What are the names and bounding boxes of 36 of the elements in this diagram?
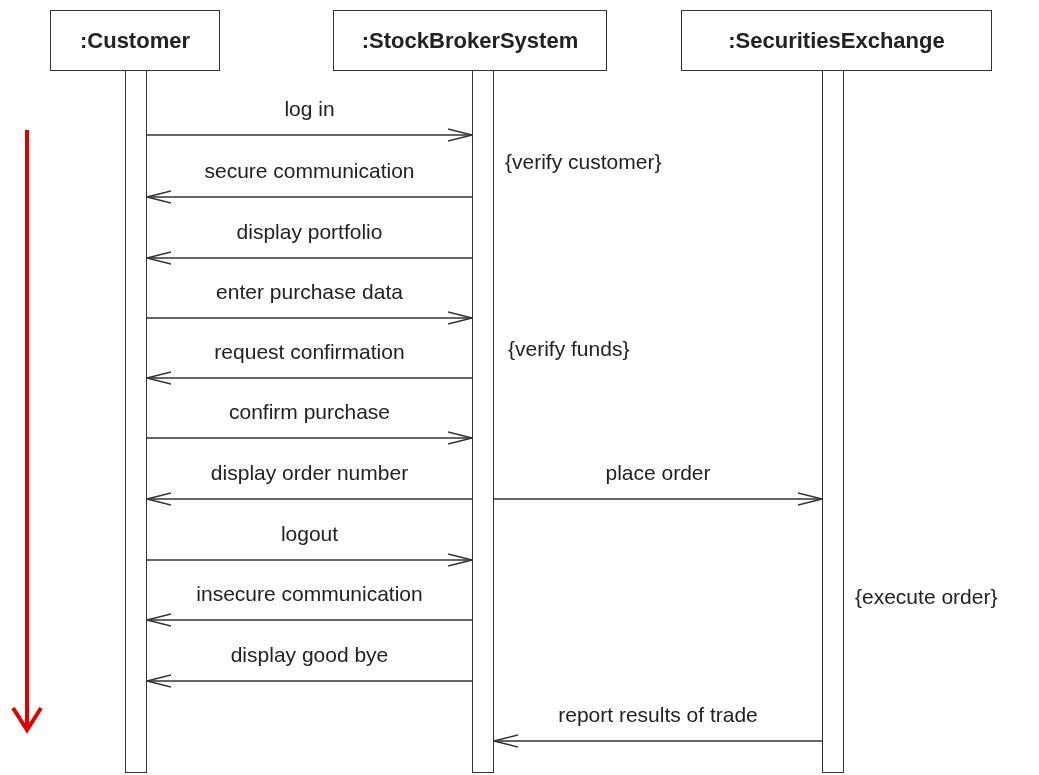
constraint-note: {verify funds} (508, 337, 630, 361)
activation-bar (822, 70, 844, 773)
message-arrow (493, 492, 823, 506)
message-arrow (146, 492, 473, 506)
message-arrow (146, 128, 473, 142)
edge-label: confirm purchase (228, 400, 391, 424)
participant-name: :StockBrokerSystem (361, 27, 579, 54)
lifeline-header (333, 10, 607, 71)
message-arrow (146, 311, 473, 325)
edge-label: enter purchase data (216, 280, 403, 304)
message-arrow (146, 190, 473, 204)
participant-name: :Customer (80, 27, 190, 54)
message-arrow (146, 431, 473, 445)
message-arrow (146, 251, 473, 265)
constraint-note: {execute order} (855, 585, 998, 609)
message-arrow (146, 371, 473, 385)
message-arrow (146, 553, 473, 567)
activation-bar (472, 70, 494, 773)
edge-label: display good bye (230, 643, 389, 667)
lifeline-header (681, 10, 992, 71)
edge-label: display portfolio (236, 220, 383, 244)
lifeline-header (50, 10, 220, 71)
constraint-note: {verify customer} (505, 150, 662, 174)
message-arrow (493, 734, 823, 748)
edge-label: secure communication (204, 159, 415, 183)
activation-bar (125, 70, 147, 773)
edge-label: place order (605, 461, 711, 485)
message-arrow (146, 613, 473, 627)
edge-label: log in (284, 97, 335, 121)
edge-label: request confirmation (214, 340, 405, 364)
edge-label: report results of trade (558, 703, 758, 727)
edge-label: insecure communication (196, 582, 423, 606)
edge-label: display order number (210, 461, 409, 485)
edge-label: logout (280, 522, 339, 546)
participant-name: :SecuritiesExchange (728, 27, 945, 54)
message-arrow (146, 674, 473, 688)
